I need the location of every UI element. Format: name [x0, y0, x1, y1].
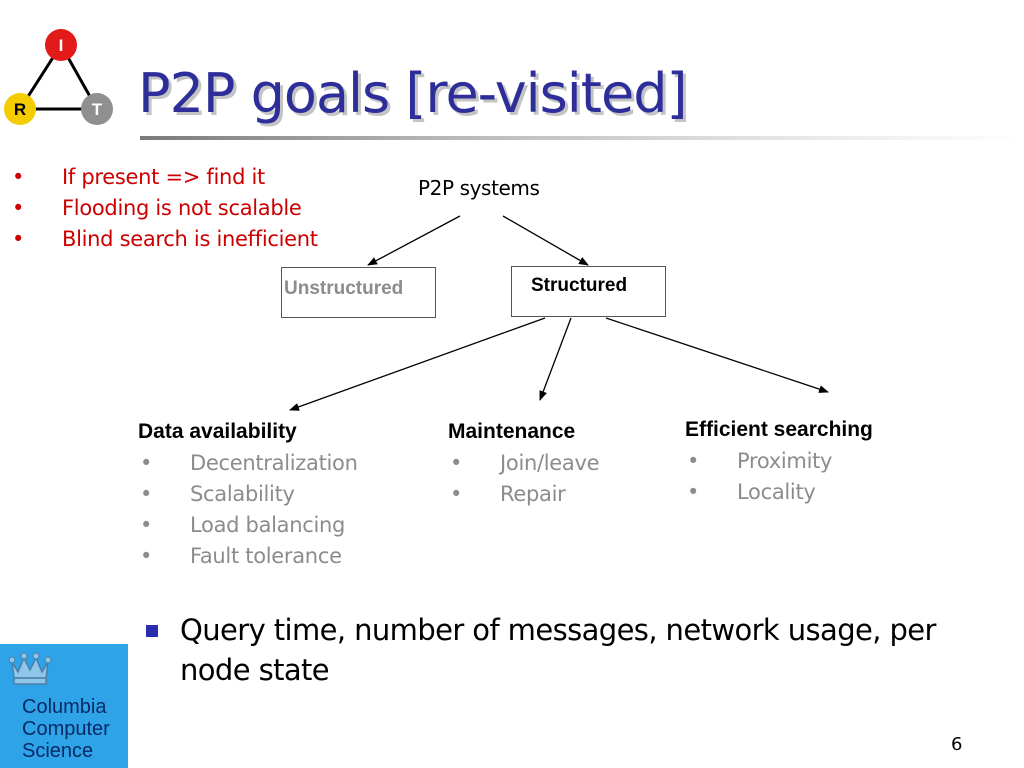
logo-letter-left: R	[14, 100, 26, 119]
goal-item: • Proximity	[687, 446, 832, 477]
logo-letter-right: T	[92, 100, 103, 119]
goal-heading-maintenance: Maintenance	[448, 420, 576, 443]
bullet-dot: •	[687, 449, 700, 473]
columbia-cs-badge: Columbia Computer Science	[0, 644, 128, 768]
badge-text: Columbia Computer Science	[22, 696, 110, 762]
goal-item: • Decentralization	[140, 448, 358, 479]
goal-heading-data-availability: Data availability	[138, 420, 297, 443]
arrow-structured-to-data-availability	[289, 317, 546, 411]
unstructured-box: Unstructured	[281, 267, 436, 318]
bullet-dot: •	[687, 480, 700, 504]
goal-list-maintenance: • Join/leave • Repair	[450, 448, 600, 510]
red-bullet-item: • Flooding is not scalable	[12, 193, 318, 224]
red-bullet-text: If present => find it	[62, 165, 265, 189]
crown-icon	[8, 652, 52, 685]
bullet-dot: •	[12, 196, 25, 220]
goal-item: • Load balancing	[140, 510, 358, 541]
bullet-dot: •	[12, 227, 25, 251]
goal-item-text: Repair	[500, 482, 566, 506]
bullet-dot: •	[140, 482, 153, 506]
bullet-dot: •	[140, 451, 153, 475]
logo-letter-top: I	[59, 36, 64, 55]
structured-box: Structured	[511, 266, 666, 317]
goal-item-text: Proximity	[737, 449, 833, 473]
goal-item-text: Decentralization	[190, 451, 358, 475]
goal-item: • Locality	[687, 477, 832, 508]
bullet-dot: •	[140, 513, 153, 537]
goal-item-text: Scalability	[190, 482, 295, 506]
red-bullet-item: • Blind search is inefficient	[12, 224, 318, 255]
page-number: 6	[951, 734, 963, 755]
diagram-root-label: P2P systems	[418, 176, 540, 200]
arrow-structured-to-maintenance	[539, 317, 572, 401]
logo-circle-top	[45, 29, 77, 61]
title-underline	[140, 136, 1024, 140]
irt-triangle-logo: I R T	[4, 29, 113, 125]
logo-circle-right	[81, 93, 113, 125]
red-bullet-text: Blind search is inefficient	[62, 227, 318, 251]
arrow-root-to-structured	[502, 215, 589, 266]
bullet-dot: •	[12, 165, 25, 189]
bullet-dot: •	[450, 451, 463, 475]
bullet-dot: •	[140, 544, 153, 568]
slide-title: P2P goals [re-visited]	[138, 62, 688, 125]
logo-circle-left	[4, 93, 36, 125]
red-bullet-text: Flooding is not scalable	[62, 196, 302, 220]
goal-heading-efficient-searching: Efficient searching	[685, 418, 873, 441]
arrow-root-to-unstructured	[367, 215, 461, 266]
goal-list-efficient-searching: • Proximity • Locality	[687, 446, 832, 508]
bullet-dot: •	[450, 482, 463, 506]
query-metrics-text: Query time, number of messages, network …	[180, 613, 936, 687]
arrow-structured-to-efficient-searching	[605, 317, 829, 393]
goal-item-text: Join/leave	[500, 451, 600, 475]
red-bullet-list: • If present => find it • Flooding is not …	[12, 162, 318, 255]
goal-item: • Fault tolerance	[140, 541, 358, 572]
goal-item-text: Fault tolerance	[190, 544, 342, 568]
goal-item: • Scalability	[140, 479, 358, 510]
goal-item-text: Load balancing	[190, 513, 346, 537]
goal-item: • Repair	[450, 479, 599, 510]
goal-item-text: Locality	[737, 480, 816, 504]
goal-item: • Join/leave	[450, 448, 600, 479]
goal-list-data-availability: • Decentralization • Scalability • Load bal…	[140, 448, 358, 572]
square-bullet-icon	[146, 625, 158, 637]
red-bullet-item: • If present => find it	[12, 162, 318, 193]
